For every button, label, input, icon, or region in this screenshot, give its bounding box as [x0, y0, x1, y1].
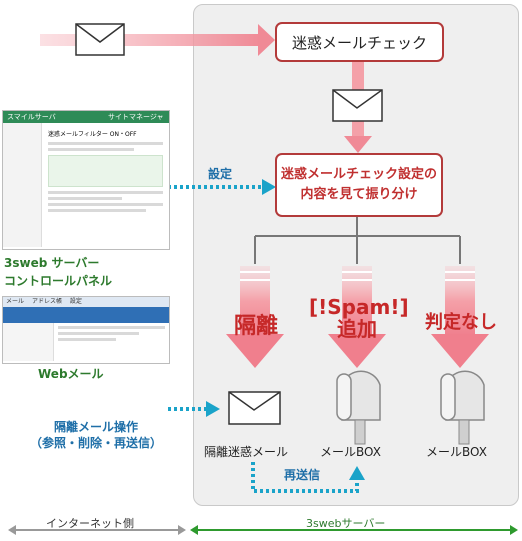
incoming-arrow-head	[258, 24, 275, 56]
webmail-menu-mail: メール	[6, 298, 25, 305]
outcome-quarantine-label: 隔離	[233, 314, 278, 339]
control-panel-line-1: 3sweb サーバー	[4, 256, 100, 270]
control-panel-line-2: コントロールパネル	[4, 274, 113, 288]
envelope-icon	[332, 89, 383, 122]
mailbox-label-1: メールBOX	[320, 445, 381, 459]
webmail-label: Webメール	[38, 367, 104, 381]
webmail-menu-settings: 設定	[69, 298, 82, 305]
outcome-no-judgement-label: 判定なし	[425, 312, 497, 333]
spam-tag-line-2: 追加	[337, 317, 377, 341]
quarantine-mail-label: 隔離迷惑メール	[204, 445, 289, 459]
mailbox-icon	[336, 370, 381, 445]
resend-label: 再送信	[284, 468, 321, 482]
control-panel-brand: スマイルサーバ	[7, 113, 56, 121]
control-panel-heading: 迷惑メールフィルター ON・OFF	[48, 131, 137, 138]
quarantine-ops-line-1: 隔離メール操作	[54, 420, 139, 434]
quarantine-ops-label: 隔離メール操作 （参照・削除・再送信）	[30, 419, 162, 451]
incoming-arrow-shaft	[40, 34, 260, 46]
webmail-screenshot: メール アドレス帳 設定	[2, 296, 170, 364]
resend-dotted-loop	[251, 462, 359, 493]
sort-line-1: 迷惑メールチェック設定の	[280, 167, 437, 182]
spam-tag-line-1: [!Spam!]	[309, 295, 409, 319]
settings-label: 設定	[208, 167, 233, 181]
spam-check-box: 迷惑メールチェック	[275, 22, 444, 62]
control-panel-label: 3sweb サーバー コントロールパネル	[4, 254, 112, 290]
sort-by-settings-box: 迷惑メールチェック設定の 内容を見て振り分け	[275, 153, 443, 217]
branch-lines	[254, 214, 461, 264]
mailbox-label-2: メールBOX	[426, 445, 487, 459]
envelope-icon	[228, 391, 281, 425]
vertical-arrow-head	[344, 136, 372, 153]
spam-check-label: 迷惑メールチェック	[291, 33, 427, 52]
webmail-toolbar	[3, 307, 169, 323]
quarantine-ops-line-2: （参照・削除・再送信）	[30, 436, 163, 450]
mailbox-icon	[440, 370, 485, 445]
server-zone-label: 3swebサーバー	[306, 517, 386, 530]
sort-line-2: 内容を見て振り分け	[300, 187, 418, 202]
control-panel-screenshot: スマイルサーバ サイトマネージャー 迷惑メールフィルター ON・OFF	[2, 110, 170, 250]
outcome-arrows	[226, 266, 489, 368]
control-panel-header: スマイルサーバ サイトマネージャー	[3, 111, 169, 133]
webmail-menu-address: アドレス帳	[31, 298, 62, 305]
internet-zone-label: インターネット側	[46, 517, 134, 530]
envelope-icon	[75, 23, 125, 56]
control-panel-sidebar	[3, 123, 42, 247]
outcome-spam-tag-label: [!Spam!] 追加	[309, 295, 409, 341]
webmail-menubar: メール アドレス帳 設定	[3, 297, 169, 307]
control-panel-form	[48, 155, 163, 187]
webmail-folder-tree	[3, 323, 54, 361]
